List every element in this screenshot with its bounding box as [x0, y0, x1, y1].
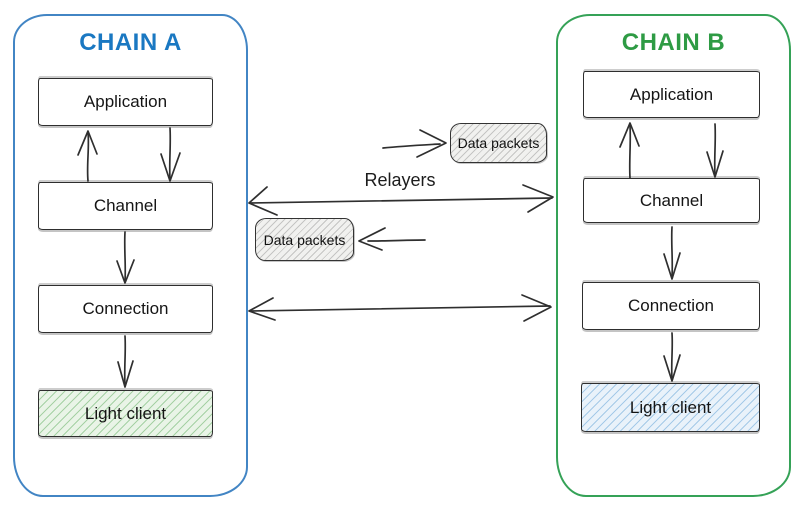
chain-a-connection-label: Connection [82, 299, 169, 318]
chain-b-channel-label: Channel [639, 190, 704, 210]
chain-a-application-box: Application [38, 78, 213, 126]
data-packets-pill-top-label: Data packets [457, 135, 540, 151]
arrow-to-data-packets-top [382, 129, 447, 158]
chain-b-connection-label: Connection [627, 296, 714, 315]
chain-b-application-box: Application [583, 71, 760, 118]
chain-a-connection-box: Connection [38, 285, 213, 333]
chain-a-light-client-box: Light client [38, 390, 213, 437]
chain-b-light-client-label: Light client [629, 397, 712, 417]
chain-a-channel-box: Channel [38, 182, 213, 230]
data-packets-pill-bottom-label: Data packets [263, 231, 346, 248]
chain-a-application-label: Application [83, 92, 168, 111]
arrow-to-data-packets-bottom [358, 227, 426, 251]
chain-a-channel-label: Channel [93, 196, 158, 215]
chain-b-channel-box: Channel [583, 178, 760, 223]
chain-b-container: CHAIN B Application Channel Connection L… [556, 14, 791, 497]
chain-b-title: CHAIN B [621, 29, 726, 56]
chain-b-light-client-box: Light client [581, 383, 760, 432]
chain-b-application-label: Application [629, 84, 714, 104]
chain-a-light-client-label: Light client [84, 403, 167, 423]
chain-b-connection-box: Connection [582, 282, 760, 330]
chain-a-container: CHAIN A Application Channel Connection L… [13, 14, 248, 497]
data-packets-pill-top: Data packets [450, 123, 547, 163]
relayers-label: Relayers [364, 170, 436, 190]
arrow-connection-double [248, 294, 552, 322]
data-packets-pill-bottom: Data packets [255, 218, 354, 261]
chain-a-title: CHAIN A [79, 29, 182, 56]
